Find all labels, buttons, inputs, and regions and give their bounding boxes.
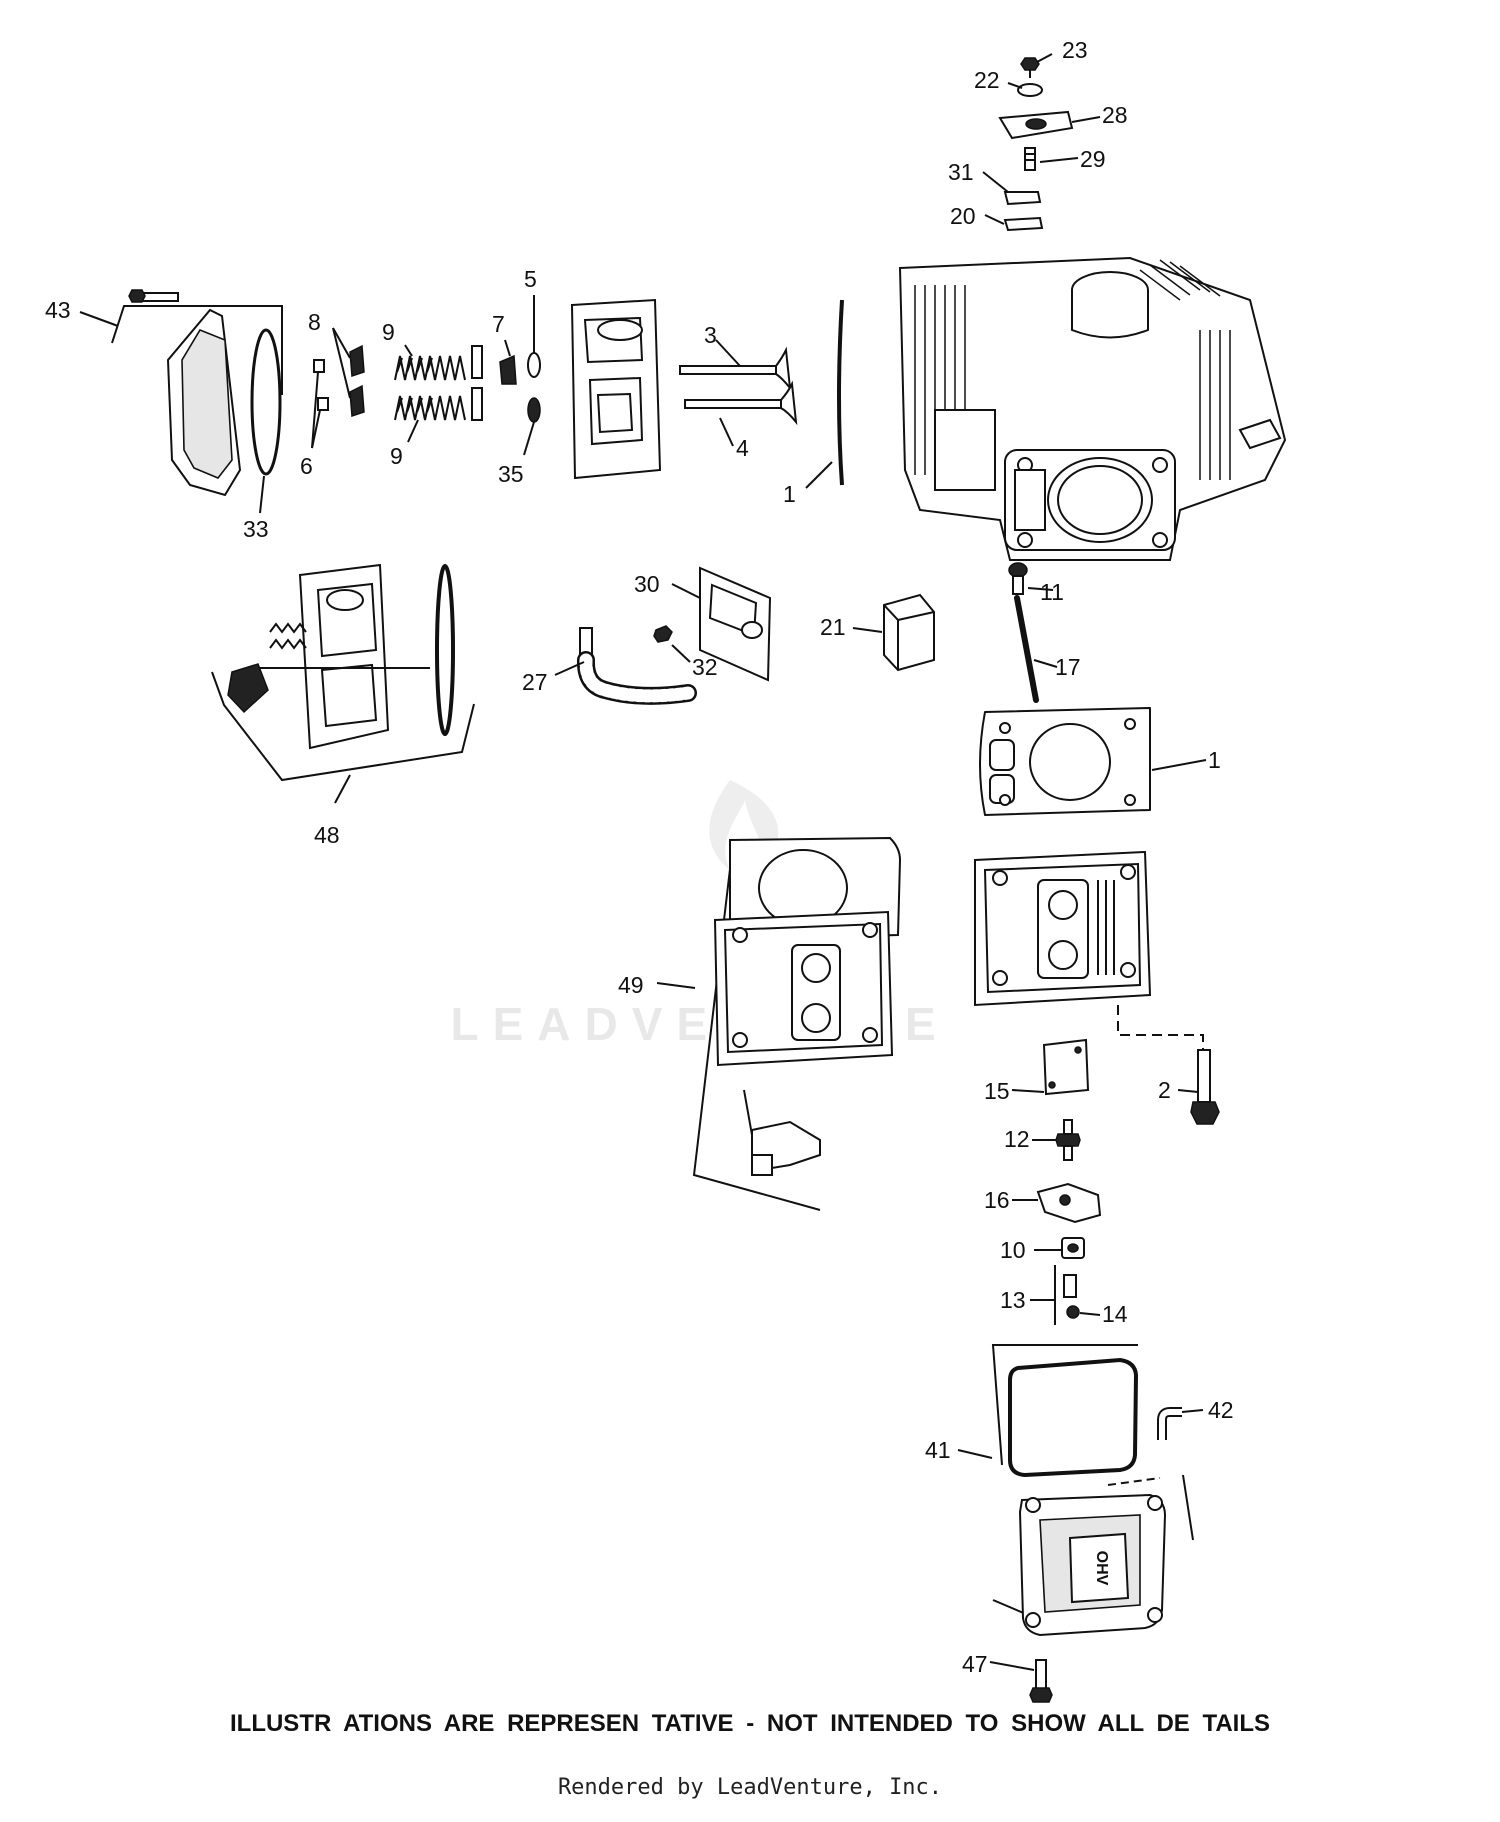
engine-block bbox=[898, 256, 1287, 561]
part-29-stud[interactable] bbox=[1024, 147, 1036, 171]
callout-43: 43 bbox=[45, 297, 71, 323]
callout-22: 22 bbox=[974, 67, 1000, 93]
part-32-screw[interactable] bbox=[653, 625, 673, 643]
callout-7: 7 bbox=[492, 311, 505, 337]
part-16-rocker-arm[interactable] bbox=[1036, 1182, 1102, 1224]
callout-47: 47 bbox=[962, 1651, 988, 1677]
callout-30: 30 bbox=[634, 571, 660, 597]
callout-27: 27 bbox=[522, 669, 548, 695]
part-5-valve-seal[interactable] bbox=[527, 352, 541, 378]
part-6-guide-plate[interactable] bbox=[313, 359, 329, 411]
cylinder-head-front-view[interactable] bbox=[974, 850, 1204, 1050]
part-12-stud[interactable] bbox=[1055, 1119, 1081, 1161]
callout-29: 29 bbox=[1080, 146, 1106, 172]
callout-49: 49 bbox=[618, 972, 644, 998]
part-7-spring-retainer[interactable] bbox=[499, 354, 517, 385]
callout-4: 4 bbox=[736, 435, 749, 461]
part-14-nut[interactable] bbox=[1066, 1305, 1080, 1319]
part-42-elbow-fitting[interactable] bbox=[1157, 1407, 1182, 1440]
callout-16: 16 bbox=[984, 1187, 1010, 1213]
callout-15: 15 bbox=[984, 1078, 1010, 1104]
callout-14: 14 bbox=[1102, 1301, 1128, 1327]
part-35-valve-seal[interactable] bbox=[527, 397, 541, 423]
callout-35: 35 bbox=[498, 461, 524, 487]
callout-labels: 23 22 28 29 31 20 43 8 9 7 5 3 6 9 35 4 … bbox=[45, 37, 1234, 1677]
part-keepers[interactable] bbox=[471, 345, 483, 421]
callout-41: 41 bbox=[925, 1437, 951, 1463]
callout-31: 31 bbox=[948, 159, 974, 185]
part-9-valve-spring-lower[interactable] bbox=[394, 395, 466, 421]
part-21-block[interactable] bbox=[883, 593, 935, 672]
part-8-rocker-pivot[interactable] bbox=[349, 344, 365, 418]
rendered-by-credit: Rendered by LeadVenture, Inc. bbox=[557, 1775, 943, 1800]
callout-2: 2 bbox=[1158, 1077, 1171, 1103]
part-43-valve-cover-assembly[interactable] bbox=[111, 289, 283, 497]
callout-32: 32 bbox=[692, 654, 718, 680]
disclaimer-text: ILLUSTR ATIONS ARE REPRESEN TATIVE - NOT… bbox=[229, 1710, 1270, 1737]
part-2-head-bolt[interactable] bbox=[1190, 1049, 1220, 1125]
callout-8: 8 bbox=[308, 309, 321, 335]
part-47-bolt[interactable] bbox=[1029, 1659, 1053, 1703]
part-31-lug[interactable] bbox=[1003, 191, 1042, 206]
callout-12: 12 bbox=[1004, 1126, 1030, 1152]
part-22-washer[interactable] bbox=[1017, 83, 1043, 97]
part-1-gasket-edge[interactable] bbox=[837, 299, 844, 486]
part-41-valve-cover-assembly[interactable]: OHV bbox=[991, 1344, 1167, 1637]
part-30-breather-cover[interactable] bbox=[699, 566, 772, 682]
callout-1-lower: 1 bbox=[1208, 747, 1221, 773]
part-13-adjuster[interactable] bbox=[1054, 1265, 1077, 1325]
part-4-valve[interactable] bbox=[684, 380, 798, 426]
callout-13: 13 bbox=[1000, 1287, 1026, 1313]
callout-48: 48 bbox=[314, 822, 340, 848]
part-23-bolt[interactable] bbox=[1020, 57, 1040, 78]
callout-6: 6 bbox=[300, 453, 313, 479]
part-9-valve-spring-upper[interactable] bbox=[394, 355, 466, 381]
callout-9-lower: 9 bbox=[390, 443, 403, 469]
part-1-head-gasket[interactable] bbox=[979, 707, 1151, 816]
callout-33: 33 bbox=[243, 516, 269, 542]
callout-21: 21 bbox=[820, 614, 846, 640]
callout-5: 5 bbox=[524, 266, 537, 292]
part-28-bracket[interactable] bbox=[998, 110, 1074, 140]
part-27-breather-hose[interactable] bbox=[576, 627, 697, 705]
callout-1-upper: 1 bbox=[783, 481, 796, 507]
hose-connector-line bbox=[1182, 1474, 1194, 1541]
leader-lines bbox=[79, 53, 1207, 1671]
callout-28: 28 bbox=[1102, 102, 1128, 128]
part-48-head-assembly[interactable] bbox=[211, 563, 475, 782]
callout-17: 17 bbox=[1055, 654, 1081, 680]
callout-23: 23 bbox=[1062, 37, 1088, 63]
callout-20: 20 bbox=[950, 203, 976, 229]
part-33-cover-gasket[interactable] bbox=[250, 328, 282, 476]
callout-3: 3 bbox=[704, 322, 717, 348]
ohv-badge: OHV bbox=[1093, 1551, 1110, 1586]
part-10-nut[interactable] bbox=[1061, 1237, 1085, 1259]
callout-9-upper: 9 bbox=[382, 319, 395, 345]
callout-42: 42 bbox=[1208, 1397, 1234, 1423]
part-3-valve[interactable] bbox=[679, 346, 792, 392]
part-11-fitting[interactable] bbox=[1008, 562, 1028, 595]
callout-10: 10 bbox=[1000, 1237, 1026, 1263]
part-17-pushrod[interactable] bbox=[1014, 595, 1039, 703]
part-49-head-assembly[interactable] bbox=[692, 836, 902, 1211]
callout-11: 11 bbox=[1040, 579, 1064, 605]
part-15-plate[interactable] bbox=[1042, 1038, 1090, 1096]
cylinder-head-side-view bbox=[570, 298, 662, 480]
part-20-lug[interactable] bbox=[1003, 216, 1044, 232]
